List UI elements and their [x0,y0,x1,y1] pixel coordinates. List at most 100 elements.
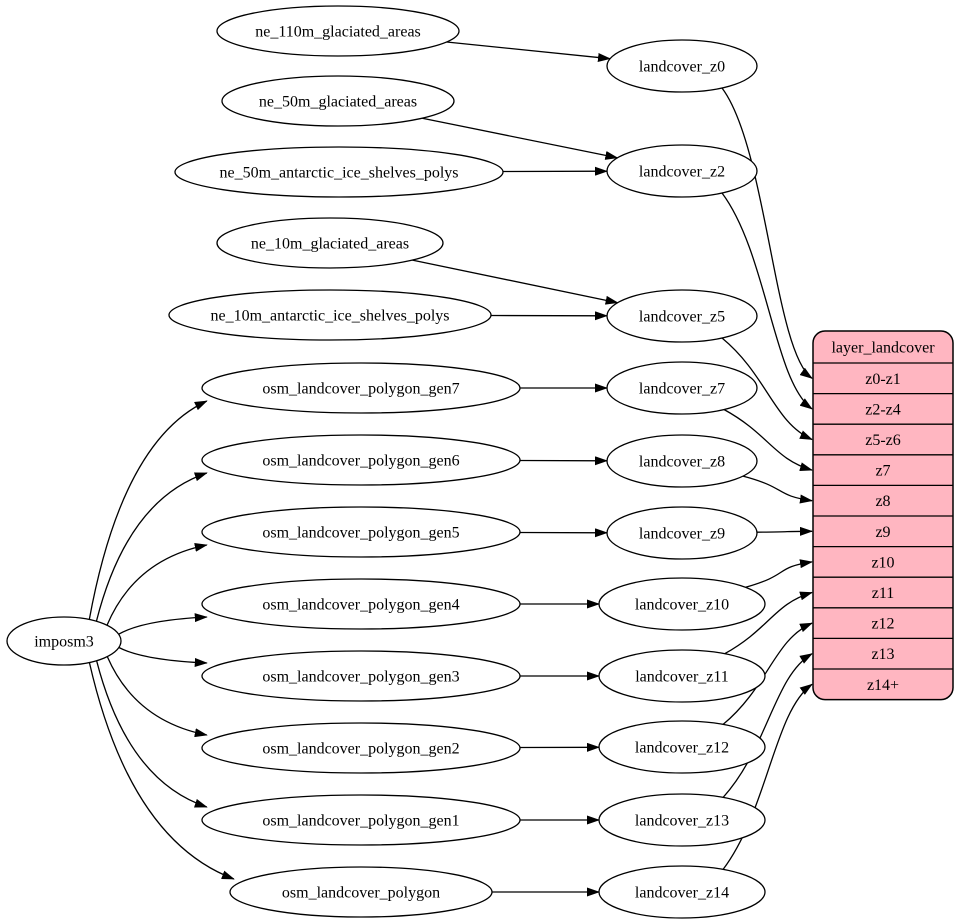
table-row-z13: z13 [871,646,894,663]
table-row-z11: z11 [872,585,895,602]
table-header: layer_landcover [831,340,935,357]
edge-ne_110m_glaciated_areas-to-landcover_z0 [446,41,611,62]
edge-landcover_z9-to-row-z9 [756,526,813,536]
node-osm_landcover_polygon: osm_landcover_polygon [229,866,493,918]
edge-imposm3-to-osm_landcover_polygon_gen1 [95,660,208,808]
node-label: landcover_z5 [639,309,725,326]
node-label: landcover_z13 [635,813,729,830]
table-row-z12: z12 [871,616,894,633]
edge-landcover_z8-to-row-z8 [742,475,813,504]
node-label: osm_landcover_polygon_gen1 [262,813,459,830]
edge-landcover_z14-to-row-z14+ [722,683,813,870]
node-ellipse [168,289,492,341]
node-osm_landcover_polygon_gen2: osm_landcover_polygon_gen2 [201,722,521,774]
node-ne_50m_glaciated_areas: ne_50m_glaciated_areas [221,75,455,127]
node-ellipse [606,434,758,488]
node-label: ne_10m_glaciated_areas [251,236,409,253]
node-osm_landcover_polygon_gen1: osm_landcover_polygon_gen1 [201,794,521,846]
edge-landcover_z5-to-row-z5-z6 [721,337,813,441]
node-label: landcover_z2 [639,164,725,181]
node-ellipse [201,650,521,702]
node-ne_10m_antarctic_ice_shelves_polys: ne_10m_antarctic_ice_shelves_polys [168,289,492,341]
node-ellipse [201,794,521,846]
table-row-z8: z8 [875,493,890,510]
node-ellipse [229,866,493,918]
node-label: osm_landcover_polygon_gen4 [262,597,459,614]
node-ellipse [201,506,521,558]
edge-ne_50m_glaciated_areas-to-landcover_z2 [422,117,619,160]
node-ellipse [606,39,758,93]
node-label: ne_10m_antarctic_ice_shelves_polys [210,308,449,325]
node-ellipse [606,144,758,198]
node-osm_landcover_polygon_gen6: osm_landcover_polygon_gen6 [201,434,521,486]
node-label: osm_landcover_polygon_gen5 [262,525,459,542]
node-label: ne_50m_antarctic_ice_shelves_polys [219,165,458,182]
edge-imposm3-to-osm_landcover_polygon_gen4 [118,613,208,635]
edge-imposm3-to-osm_landcover_polygon [88,662,235,880]
node-ellipse [6,616,122,666]
node-landcover_z10: landcover_z10 [598,577,766,631]
node-ellipse [606,361,758,415]
edge-landcover_z12-to-row-z12 [722,622,813,725]
node-landcover_z13: landcover_z13 [598,793,766,847]
node-osm_landcover_polygon_gen5: osm_landcover_polygon_gen5 [201,506,521,558]
node-ne_50m_antarctic_ice_shelves_polys: ne_50m_antarctic_ice_shelves_polys [174,146,504,198]
node-ellipse [201,578,521,630]
node-osm_landcover_polygon_gen7: osm_landcover_polygon_gen7 [201,362,521,414]
table-row-z2-z4: z2-z4 [865,401,901,418]
node-label: osm_landcover_polygon_gen7 [262,381,459,398]
node-label: landcover_z8 [639,454,725,471]
table-row-z14+: z14+ [867,677,899,694]
edge-imposm3-to-osm_landcover_polygon_gen6 [95,472,208,622]
table-row-z0-z1: z0-z1 [865,371,901,388]
node-landcover_z11: landcover_z11 [598,649,766,703]
node-label: landcover_z14 [635,885,729,902]
edge-landcover_z0-to-row-z0-z1 [721,87,813,379]
node-landcover_z2: landcover_z2 [606,144,758,198]
node-label: landcover_z10 [635,597,729,614]
node-ellipse [606,506,758,560]
node-label: ne_110m_glaciated_areas [255,24,421,41]
node-ellipse [221,75,455,127]
node-label: landcover_z0 [639,59,725,76]
node-label: ne_50m_glaciated_areas [259,94,417,111]
node-landcover_z14: landcover_z14 [598,865,766,919]
node-ne_10m_glaciated_areas: ne_10m_glaciated_areas [216,217,444,269]
edge-ne_10m_glaciated_areas-to-landcover_z5 [412,259,619,305]
node-ellipse [201,362,521,414]
node-label: imposm3 [34,634,94,651]
node-ellipse [598,649,766,703]
node-ellipse [174,146,504,198]
node-label: osm_landcover_polygon_gen3 [262,669,459,686]
table-row-z5-z6: z5-z6 [865,432,901,449]
node-ne_110m_glaciated_areas: ne_110m_glaciated_areas [216,5,460,57]
node-imposm3: imposm3 [6,616,122,666]
node-label: landcover_z11 [635,669,729,686]
node-landcover_z0: landcover_z0 [606,39,758,93]
node-osm_landcover_polygon_gen4: osm_landcover_polygon_gen4 [201,578,521,630]
node-ellipse [216,5,460,57]
node-label: osm_landcover_polygon [282,885,440,902]
edge-landcover_z7-to-row-z7 [723,408,813,472]
node-landcover_z8: landcover_z8 [606,434,758,488]
node-label: landcover_z9 [639,526,725,543]
edge-imposm3-to-osm_landcover_polygon_gen7 [88,400,208,620]
node-label: landcover_z7 [639,381,725,398]
edge-landcover_z11-to-row-z11 [724,591,813,655]
edge-imposm3-to-osm_landcover_polygon_gen3 [118,646,208,667]
node-label: landcover_z12 [635,740,729,757]
table-row-z7: z7 [875,463,890,480]
node-landcover_z5: landcover_z5 [606,289,758,343]
node-label: osm_landcover_polygon_gen2 [262,741,459,758]
edges-layer [88,41,813,897]
node-ellipse [598,720,766,774]
node-landcover_z12: landcover_z12 [598,720,766,774]
node-ellipse [216,217,444,269]
node-ellipse [606,289,758,343]
node-landcover_z9: landcover_z9 [606,506,758,560]
edge-landcover_z10-to-row-z10 [745,559,813,588]
nodes-layer: imposm3 ne_110m_glaciated_areas ne_50m_gla… [6,5,766,919]
edge-landcover_z13-to-row-z13 [722,653,813,798]
